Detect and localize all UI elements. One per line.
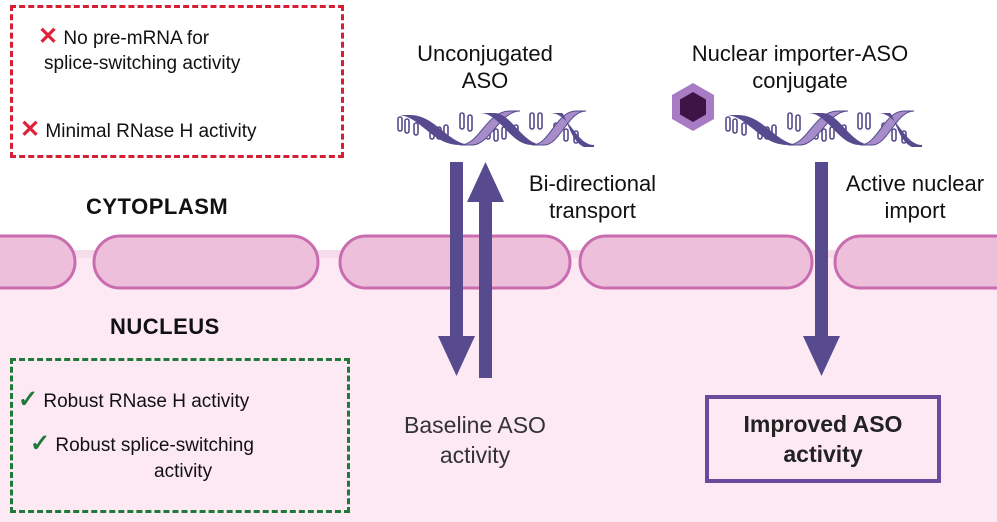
cytoplasm-item: ✕ No pre-mRNA for (38, 25, 209, 51)
conjugate-title: Nuclear importer-ASO conjugate (640, 40, 960, 94)
nucleus-item: ✓ Robust RNase H activity (18, 388, 249, 414)
nucleus-item: ✓ Robust splice-switching (30, 432, 254, 458)
arrow-down-head (438, 336, 475, 376)
title-line: ASO (461, 68, 509, 93)
active-import-arrow (803, 162, 840, 376)
title-line: conjugate (752, 68, 848, 93)
cross-icon: ✕ (20, 116, 41, 143)
aso-helix-conjugate (722, 110, 922, 147)
title-line: Unconjugated (417, 41, 553, 66)
item-text: Minimal RNase H activity (45, 121, 257, 142)
nuclear-pore-segment (92, 234, 320, 290)
item-text: No pre-mRNA for (63, 28, 210, 49)
item-text-line2: activity (154, 461, 213, 482)
arrow-down-shaft (450, 162, 463, 338)
label-line: import (884, 198, 946, 223)
improved-aso-activity-box: Improved ASO activity (705, 395, 941, 483)
nuclear-pore-segment (578, 234, 814, 290)
baseline-aso-activity: Baseline ASO activity (375, 410, 575, 470)
label-line: transport (549, 198, 636, 223)
bidirectional-transport-label: Bi-directional transport (510, 170, 675, 224)
arrow-head (803, 336, 840, 376)
arrow-up-head (467, 162, 504, 202)
check-icon: ✓ (30, 430, 51, 457)
title-line: Nuclear importer-ASO (691, 41, 909, 66)
label-line: activity (439, 442, 511, 468)
cytoplasm-item: ✕ Minimal RNase H activity (20, 118, 257, 144)
item-text: Robust RNase H activity (43, 391, 250, 412)
label-line: Active nuclear (845, 171, 985, 196)
label-line: Baseline ASO (404, 412, 546, 438)
nuclear-pore-segment (833, 234, 997, 290)
nucleus-label: NUCLEUS (110, 314, 220, 339)
bidirectional-arrows (438, 162, 504, 378)
nuclear-importer-hexagon-icon (672, 83, 714, 131)
unconjugated-aso-title: Unconjugated ASO (385, 40, 585, 94)
check-icon: ✓ (18, 386, 39, 413)
nucleus-outcome-box (10, 358, 350, 513)
cross-icon: ✕ (38, 23, 59, 50)
arrow-up-shaft (479, 200, 492, 378)
label-line: Improved ASO (743, 411, 903, 437)
aso-helix-unconjugated (394, 110, 594, 147)
active-nuclear-import-label: Active nuclear import (825, 170, 997, 224)
arrow-shaft (815, 162, 828, 338)
nucleus-background (0, 258, 997, 522)
item-text: Robust splice-switching (55, 435, 254, 456)
label-line: activity (783, 441, 863, 467)
nuclear-pore-segment (0, 234, 77, 290)
cytoplasm-label: CYTOPLASM (86, 194, 229, 219)
label-line: Bi-directional (528, 171, 657, 196)
item-text-line2: splice-switching activity (44, 53, 241, 74)
cytoplasm-outcome-box (10, 5, 344, 158)
